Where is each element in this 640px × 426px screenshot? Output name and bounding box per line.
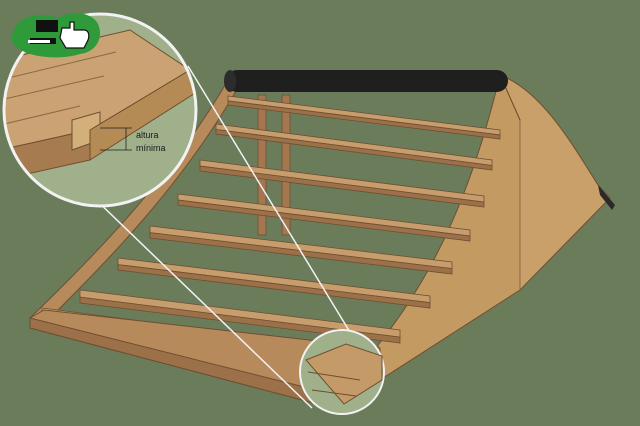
slat-face	[117, 264, 431, 309]
coping-pipe	[226, 70, 508, 92]
side-panel-back	[499, 74, 611, 292]
slat-face	[149, 232, 453, 275]
zoom-ring	[2, 12, 198, 208]
callout-label-altura: altura	[136, 130, 159, 140]
coping-end	[224, 70, 236, 92]
slat-face	[177, 199, 471, 242]
callout-label-minima: mínima	[136, 143, 166, 153]
detail-circle-small	[299, 329, 385, 415]
panel-edge	[598, 185, 615, 210]
callout-line-upper	[187, 65, 357, 343]
pointer-hand-icon	[59, 21, 90, 49]
zoom-plywood-edge	[89, 69, 196, 161]
zoom-callout: altura mínima	[2, 12, 198, 208]
slat-face	[199, 165, 485, 208]
slat-face	[215, 129, 493, 171]
site-logo	[11, 13, 100, 58]
slat-face	[227, 100, 501, 140]
callout-line-lower	[91, 195, 313, 409]
slats	[41, 95, 501, 367]
back-supports	[257, 94, 291, 236]
slat-face	[79, 296, 401, 344]
